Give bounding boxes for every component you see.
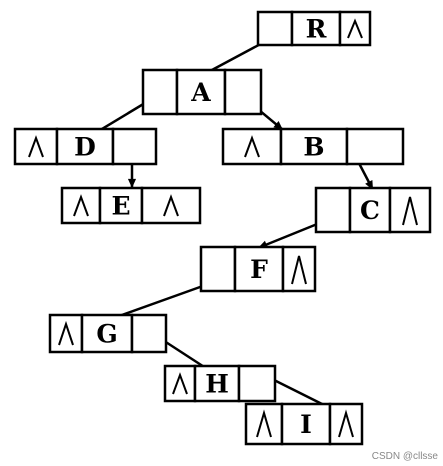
node-label: D: [74, 133, 96, 162]
node-R-right-pointer-cell: [338, 10, 372, 47]
node-R-data-cell: [290, 10, 342, 47]
node-B: ∧B: [221, 127, 405, 166]
node-B-left-pointer-cell: [221, 127, 283, 166]
node-H-left-pointer-cell: [163, 364, 197, 403]
node-C-right-pointer-cell: [388, 186, 432, 234]
node-G-right-pointer-cell: [130, 313, 168, 354]
node-A-left-pointer-cell: [141, 68, 179, 116]
node-B-data-cell: [279, 127, 349, 166]
node-label: H: [205, 370, 229, 399]
null-pointer-icon: ∧: [347, 18, 363, 39]
node-R-left-pointer-cell: [256, 10, 294, 47]
null-pointer-icon: ∧: [244, 135, 260, 158]
node-R: ∧R: [256, 10, 372, 47]
node-B-right-pointer-cell: [345, 127, 405, 166]
node-C-left-pointer-cell: [314, 186, 352, 234]
null-pointer-icon: ∧: [338, 409, 354, 438]
node-F: ∧F: [199, 245, 317, 293]
node-G-left-pointer-cell: [48, 313, 84, 354]
node-D: ∧D: [13, 127, 158, 166]
node-D-left-pointer-cell: [13, 127, 59, 166]
null-pointer-icon: ∧: [402, 196, 418, 226]
pointer-line: [269, 376, 327, 408]
node-F-data-cell: [233, 245, 285, 293]
node-E-right-pointer-cell: [140, 186, 202, 225]
node-E-left-pointer-cell: [60, 186, 102, 225]
node-A: A: [141, 68, 263, 116]
node-H-right-pointer-cell: [237, 364, 277, 403]
node-D-right-pointer-cell: [111, 127, 158, 166]
node-label: F: [250, 255, 268, 284]
watermark: CSDN @cllsse: [372, 451, 439, 462]
node-C: ∧C: [314, 186, 432, 234]
node-G-data-cell: [80, 313, 134, 354]
node-label: I: [300, 410, 312, 439]
pointer-line: [107, 280, 215, 322]
null-pointer-icon: ∧: [58, 320, 74, 346]
node-D-data-cell: [55, 127, 115, 166]
node-E: ∧ ∧ E: [60, 186, 202, 225]
node-F-left-pointer-cell: [199, 245, 237, 293]
node-A-right-pointer-cell: [223, 68, 263, 116]
node-label: R: [306, 15, 327, 44]
node-label: G: [96, 320, 117, 349]
node-label: E: [111, 192, 130, 221]
edge-H-I: [269, 376, 327, 408]
node-A-data-cell: [175, 68, 227, 116]
null-pointer-icon: ∧: [172, 372, 188, 395]
node-label: A: [190, 78, 211, 107]
node-layer: ∧RA∧D∧B∧∧E∧C∧F∧G∧H∧∧I: [13, 10, 432, 446]
node-F-right-pointer-cell: [281, 245, 317, 293]
null-pointer-icon: ∧: [28, 135, 44, 158]
edge-F-G: [107, 280, 215, 322]
node-I: ∧ ∧ I: [244, 402, 364, 446]
null-pointer-icon: ∧: [163, 194, 179, 217]
node-H: ∧H: [163, 364, 277, 403]
node-label: C: [360, 196, 380, 225]
null-pointer-icon: ∧: [291, 255, 307, 285]
arrowhead-icon: [127, 178, 137, 188]
node-G: ∧G: [48, 313, 168, 354]
node-label: B: [303, 133, 324, 162]
null-pointer-icon: ∧: [256, 409, 272, 438]
null-pointer-icon: ∧: [73, 194, 89, 217]
